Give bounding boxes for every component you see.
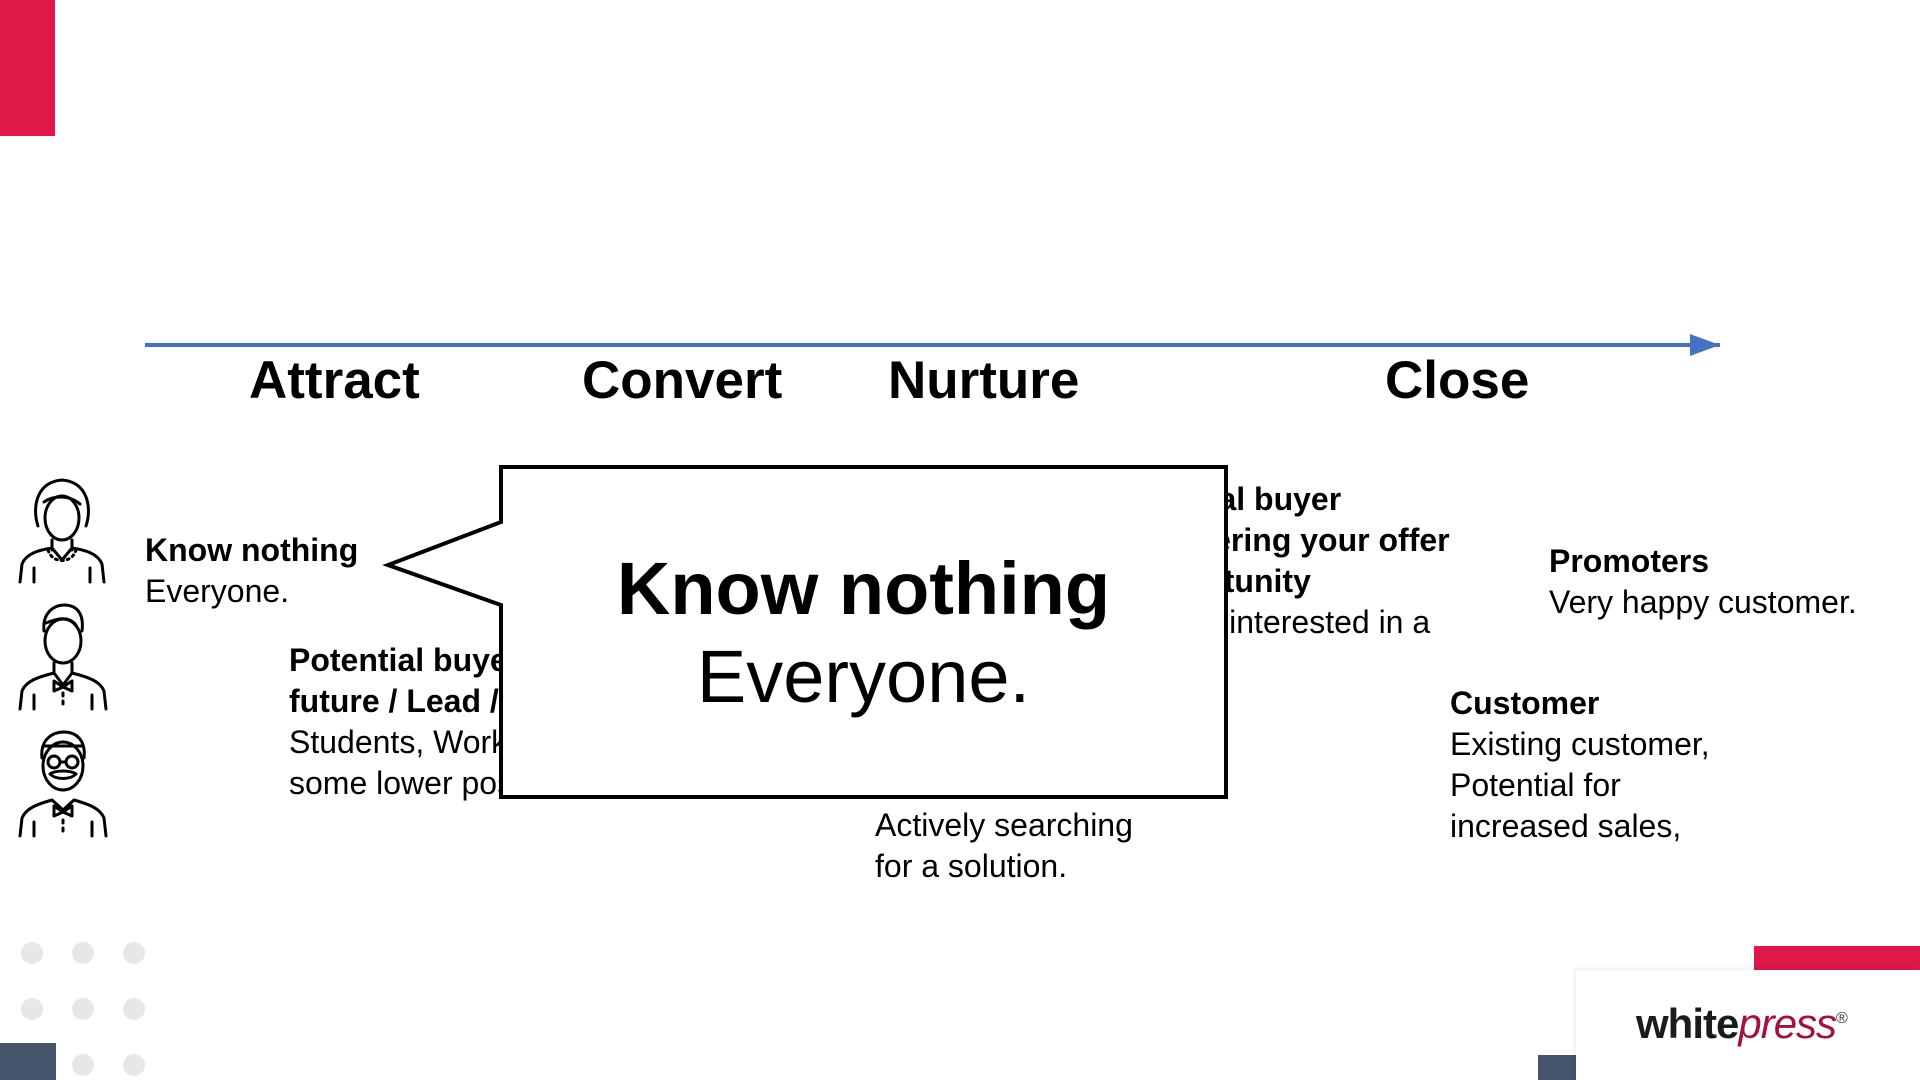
logo-part-press: press xyxy=(1738,1000,1837,1047)
whitepress-logo: whitepress® xyxy=(1636,1000,1848,1048)
man-icon xyxy=(18,603,108,711)
item-desc: Students, Working at some lower position… xyxy=(289,724,586,801)
dot xyxy=(123,942,145,964)
registered-mark: ® xyxy=(1836,1010,1848,1027)
item-know-nothing: Know nothing Everyone. xyxy=(145,530,358,612)
item-promoters: Promoters Very happy customer. xyxy=(1549,541,1857,623)
decorative-navy-block-right xyxy=(1538,1055,1576,1080)
dot xyxy=(21,998,43,1020)
decorative-navy-block-left xyxy=(0,1043,56,1080)
item-title: Know nothing xyxy=(145,532,359,568)
stage-nurture: Nurture xyxy=(888,351,1080,410)
item-desc: Existing customer, Potential for increas… xyxy=(1450,726,1710,844)
stage-convert: Convert xyxy=(582,351,783,410)
decorative-red-bar xyxy=(0,0,55,136)
decorative-red-strip-right xyxy=(1754,946,1920,970)
logo-card xyxy=(1576,970,1920,1080)
item-title: Customer xyxy=(1450,685,1600,721)
stage-close: Close xyxy=(1385,351,1530,410)
item-desc: Everyone. xyxy=(145,573,290,609)
dot xyxy=(72,942,94,964)
dot xyxy=(72,998,94,1020)
callout-content: Know nothing Everyone. xyxy=(500,545,1227,721)
woman-icon xyxy=(18,478,106,584)
timeline-line xyxy=(145,343,1720,347)
callout-subtitle: Everyone. xyxy=(696,635,1031,718)
item-nurture-desc: Actively searching for a solution. xyxy=(875,807,1133,884)
logo-part-white: white xyxy=(1636,1000,1739,1047)
dot xyxy=(21,942,43,964)
timeline-arrowhead xyxy=(1690,334,1720,356)
callout-title: Know nothing xyxy=(616,547,1111,630)
item-title: Promoters xyxy=(1549,543,1710,579)
item-customer: Customer Existing customer, Potential fo… xyxy=(1450,683,1740,847)
dot xyxy=(123,998,145,1020)
stage-attract: Attract xyxy=(249,351,420,410)
dot xyxy=(72,1054,94,1076)
dot xyxy=(123,1054,145,1076)
older-man-glasses-icon xyxy=(18,730,108,838)
item-desc: Very happy customer. xyxy=(1549,584,1857,620)
